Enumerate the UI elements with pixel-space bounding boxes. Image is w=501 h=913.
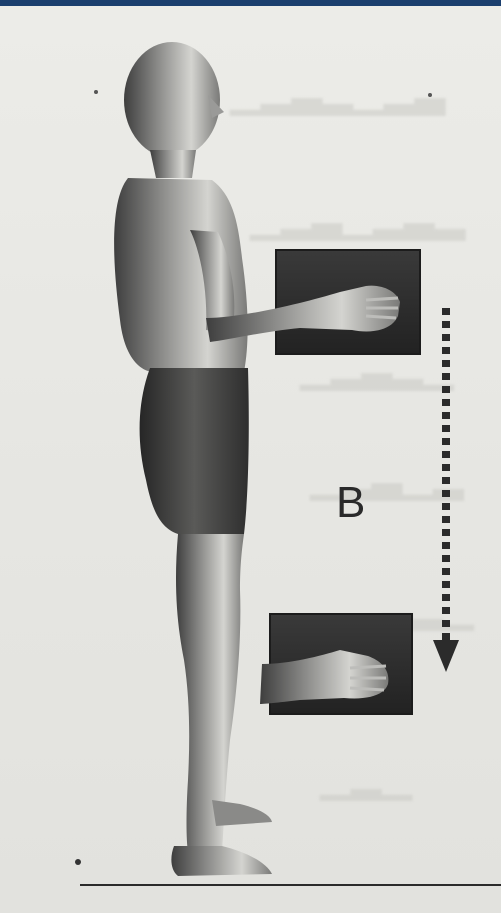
floor-line: [80, 884, 501, 886]
foot-back: [212, 800, 272, 826]
foot-front: [171, 846, 272, 876]
motion-label: B: [336, 478, 365, 528]
arrow-down-icon: [433, 640, 459, 672]
head: [124, 42, 224, 178]
shorts: [140, 368, 249, 534]
